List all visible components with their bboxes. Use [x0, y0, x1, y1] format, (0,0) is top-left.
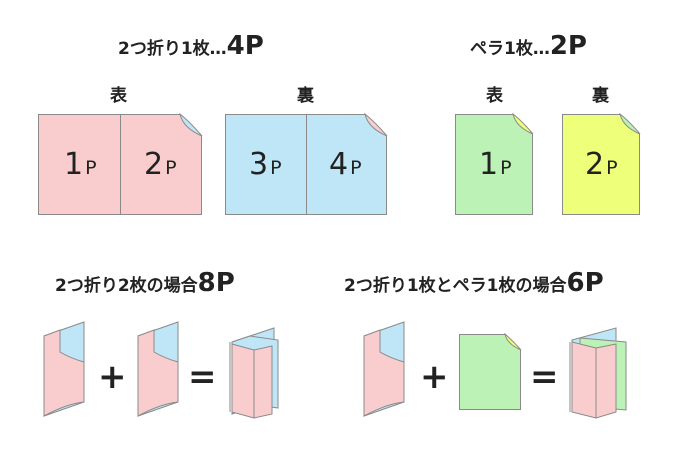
bifold-plus-flat-title: 2つ折り1枚とペラ1枚の場合6P [344, 270, 604, 296]
fold-line [120, 115, 121, 214]
flat-sheet-icon [459, 334, 521, 410]
flat-front-label: 表 [486, 86, 503, 106]
flat-sheet-title-text: ペラ1枚… [470, 39, 550, 59]
page-curl-icon [619, 112, 641, 135]
fold-line [306, 115, 307, 214]
flat-back-label: 裏 [592, 86, 609, 106]
bifold-plus-flat-page-count: 6P [566, 268, 604, 298]
bifold-plus-flat-title-text: 2つ折り1枚とペラ1枚の場合 [344, 276, 567, 296]
equals-sign: = [530, 357, 559, 397]
page-curl-icon [504, 332, 522, 351]
page-curl-icon [364, 112, 388, 137]
folded-sheet-icon [363, 321, 405, 417]
booklet-icon [229, 327, 279, 419]
two-bifold-title-text: 2つ折り2枚の場合 [55, 276, 198, 296]
bifold-sheet-page-count: 4P [226, 31, 264, 61]
flat-sheet-page-count: 2P [549, 31, 587, 61]
bifold-front-label: 表 [110, 86, 127, 106]
flat-sheet-title: ペラ1枚…2P [470, 33, 587, 59]
bifold-sheet-title-text: 2つ折り1枚… [118, 39, 227, 59]
two-bifold-title: 2つ折り2枚の場合8P [55, 270, 235, 296]
bifold-back-label: 裏 [297, 86, 314, 106]
folded-sheet-icon [137, 321, 179, 417]
plus-sign: + [420, 357, 449, 397]
page-curl-icon [512, 112, 534, 135]
page-curl-icon [179, 112, 203, 137]
folded-sheet-icon [43, 321, 85, 417]
bifold-sheet-title: 2つ折り1枚…4P [118, 33, 264, 59]
plus-sign: + [98, 357, 127, 397]
booklet-icon [569, 327, 627, 419]
two-bifold-page-count: 8P [197, 268, 235, 298]
equals-sign: = [188, 357, 217, 397]
